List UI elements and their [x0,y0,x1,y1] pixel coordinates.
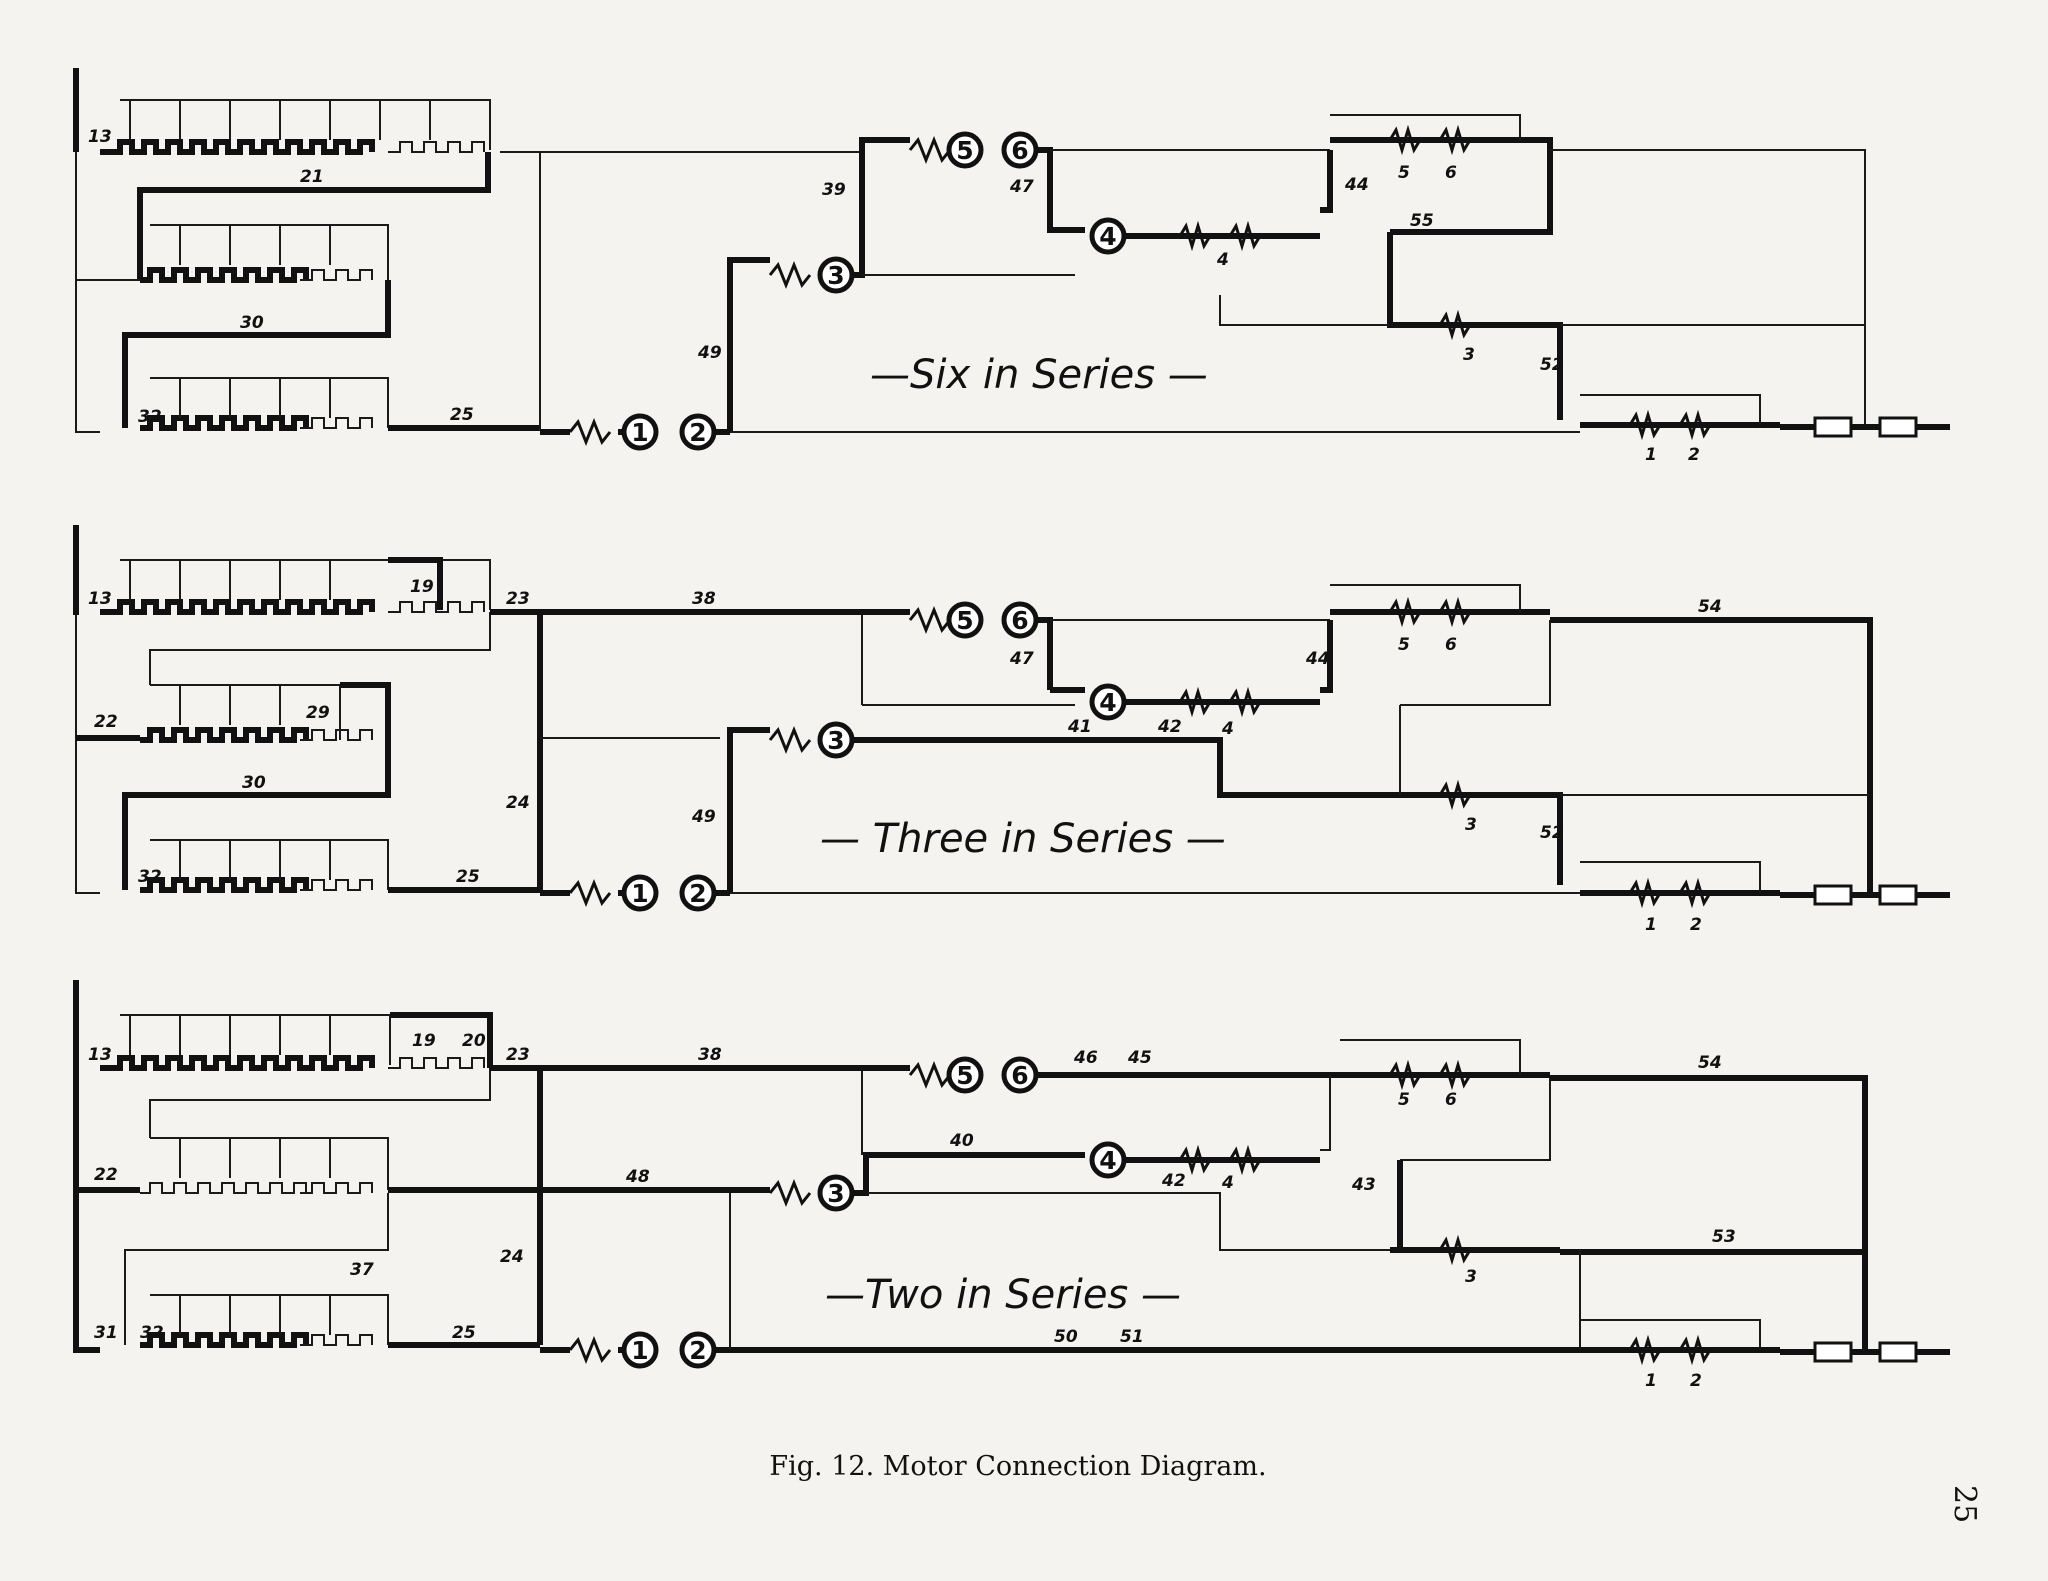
label-52: 52 [1540,355,1564,375]
motor-6-label: 6 [1011,606,1028,635]
motor-3-label: 3 [827,726,844,755]
field-4-a: 4 [1221,719,1234,739]
label-13: 13 [88,1045,112,1065]
motor-5-label: 5 [956,1061,973,1090]
label-48: 48 [625,1167,650,1187]
field-12-a: 1 [1645,1371,1657,1391]
label-43: 43 [1351,1175,1376,1195]
label-50: 50 [1054,1327,1078,1347]
label-23: 23 [506,1045,530,1065]
figure-caption: Fig. 12. Motor Connection Diagram. [769,1451,1266,1482]
panel-two-in-series: 1 2 3 5 6 4 [73,980,1950,1391]
label-54: 54 [1698,1053,1722,1073]
field-12-b: 2 [1688,445,1700,465]
label-42: 42 [1157,717,1182,737]
field-12-a: 1 [1645,915,1657,935]
label-32: 32 [138,407,162,427]
motor-2-label: 2 [689,418,706,447]
label-13: 13 [88,127,112,147]
motor-5-label: 5 [956,136,973,165]
motor-1-label: 1 [631,879,648,908]
label-19: 19 [410,577,434,597]
label-52: 52 [1540,823,1564,843]
label-32: 32 [140,1323,164,1343]
field-56-a: 5 [1398,163,1410,183]
label-53: 53 [1712,1227,1736,1247]
label-49: 49 [697,343,722,363]
label-47: 47 [1009,177,1034,197]
field-4-a: 4 [1221,1173,1234,1193]
label-25: 25 [456,867,480,887]
label-24: 24 [506,793,530,813]
label-21: 21 [300,167,324,187]
label-20: 20 [462,1031,486,1051]
panel-six-in-series: 1 2 3 5 6 4 [73,68,1950,465]
field-56-b: 6 [1445,1090,1457,1110]
motor-4-label: 4 [1099,1146,1116,1175]
label-37: 37 [350,1260,374,1280]
field-3-a: 3 [1465,1267,1477,1287]
label-44: 44 [1344,175,1369,195]
label-44: 44 [1305,649,1330,669]
field-56-b: 6 [1445,635,1457,655]
label-30: 30 [242,773,266,793]
label-29: 29 [306,703,330,723]
page-number: 25 [1947,1485,1982,1523]
label-31: 31 [94,1323,118,1343]
label-38: 38 [698,1045,722,1065]
motor-2-label: 2 [689,879,706,908]
label-47: 47 [1009,649,1034,669]
motor-6-label: 6 [1011,1061,1028,1090]
label-38: 38 [692,589,716,609]
field-4-a: 4 [1216,250,1229,270]
label-42: 42 [1161,1171,1186,1191]
panel-three-in-series: 1 2 3 5 6 4 [73,525,1950,935]
label-25: 25 [452,1323,476,1343]
motor-1-label: 1 [631,418,648,447]
field-3-a: 3 [1465,815,1477,835]
motor-2-label: 2 [689,1336,706,1365]
label-22: 22 [94,712,118,732]
field-56-b: 6 [1445,163,1457,183]
label-24: 24 [500,1247,524,1267]
motor-3-label: 3 [827,1179,844,1208]
label-13: 13 [88,589,112,609]
label-22: 22 [94,1165,118,1185]
field-3-a: 3 [1463,345,1475,365]
motor-3-label: 3 [827,261,844,290]
label-46: 46 [1073,1048,1098,1068]
label-55: 55 [1410,211,1434,231]
label-41: 41 [1067,717,1092,737]
motor-4-label: 4 [1099,222,1116,251]
label-39: 39 [822,180,846,200]
label-19: 19 [412,1031,436,1051]
label-25: 25 [450,405,474,425]
field-12-b: 2 [1690,1371,1702,1391]
panel-title: —Six in Series — [870,352,1208,398]
label-45: 45 [1127,1048,1152,1068]
panel-title: —Two in Series — [825,1272,1181,1318]
field-56-a: 5 [1398,1090,1410,1110]
motor-5-label: 5 [956,606,973,635]
motor-6-label: 6 [1011,136,1028,165]
motor-4-label: 4 [1099,688,1116,717]
label-49: 49 [691,807,716,827]
label-30: 30 [240,313,264,333]
field-12-b: 2 [1690,915,1702,935]
label-32: 32 [138,867,162,887]
field-56-a: 5 [1398,635,1410,655]
field-12-a: 1 [1645,445,1657,465]
label-51: 51 [1120,1327,1144,1347]
motor-1-label: 1 [631,1336,648,1365]
panel-title: — Three in Series — [820,816,1226,862]
label-40: 40 [949,1131,974,1151]
label-23: 23 [506,589,530,609]
label-54: 54 [1698,597,1722,617]
